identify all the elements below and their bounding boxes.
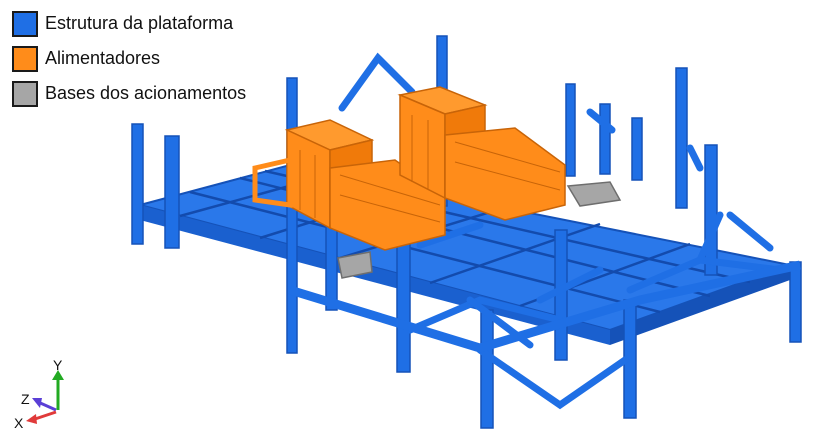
column: [704, 144, 718, 276]
z-axis-arrowhead: [32, 398, 42, 408]
legend-swatch: [12, 45, 38, 72]
legend: Estrutura da plataforma Alimentadores Ba…: [12, 6, 246, 111]
legend-item-platform-structure: Estrutura da plataforma: [12, 6, 246, 41]
column: [480, 309, 494, 429]
legend-item-feeders: Alimentadores: [12, 41, 246, 76]
legend-label: Estrutura da plataforma: [45, 13, 234, 33]
platform-deck-edge-right: [610, 265, 790, 345]
column: [789, 261, 802, 343]
column: [164, 135, 180, 249]
x-axis-arrowhead: [26, 414, 37, 424]
column: [675, 67, 688, 209]
legend-label: Bases dos acionamentos: [45, 83, 247, 103]
braces: [338, 52, 784, 410]
legend-swatch: [12, 80, 38, 107]
legend-item-drive-bases: Bases dos acionamentos: [12, 76, 246, 111]
legend-swatch: [12, 10, 38, 37]
drive-bases: [337, 181, 622, 279]
axis-triad: Y Z X: [14, 357, 64, 431]
y-axis-label: Y: [53, 357, 63, 373]
column: [631, 117, 643, 181]
drive-base: [337, 251, 373, 279]
column: [286, 77, 298, 354]
legend-label: Alimentadores: [45, 48, 161, 68]
feeder-frame: [252, 156, 293, 208]
feeders: [252, 86, 566, 251]
column: [599, 103, 611, 175]
column: [131, 123, 144, 245]
column: [565, 83, 576, 177]
z-axis-label: Z: [21, 391, 30, 407]
y-axis-arrowhead: [52, 370, 64, 380]
drive-base: [566, 181, 622, 207]
column: [396, 231, 411, 373]
feeder-chute: [444, 127, 566, 221]
z-axis-arrow: [37, 400, 57, 412]
x-axis-label: X: [14, 415, 24, 431]
lower-ring-beam: [288, 260, 801, 353]
